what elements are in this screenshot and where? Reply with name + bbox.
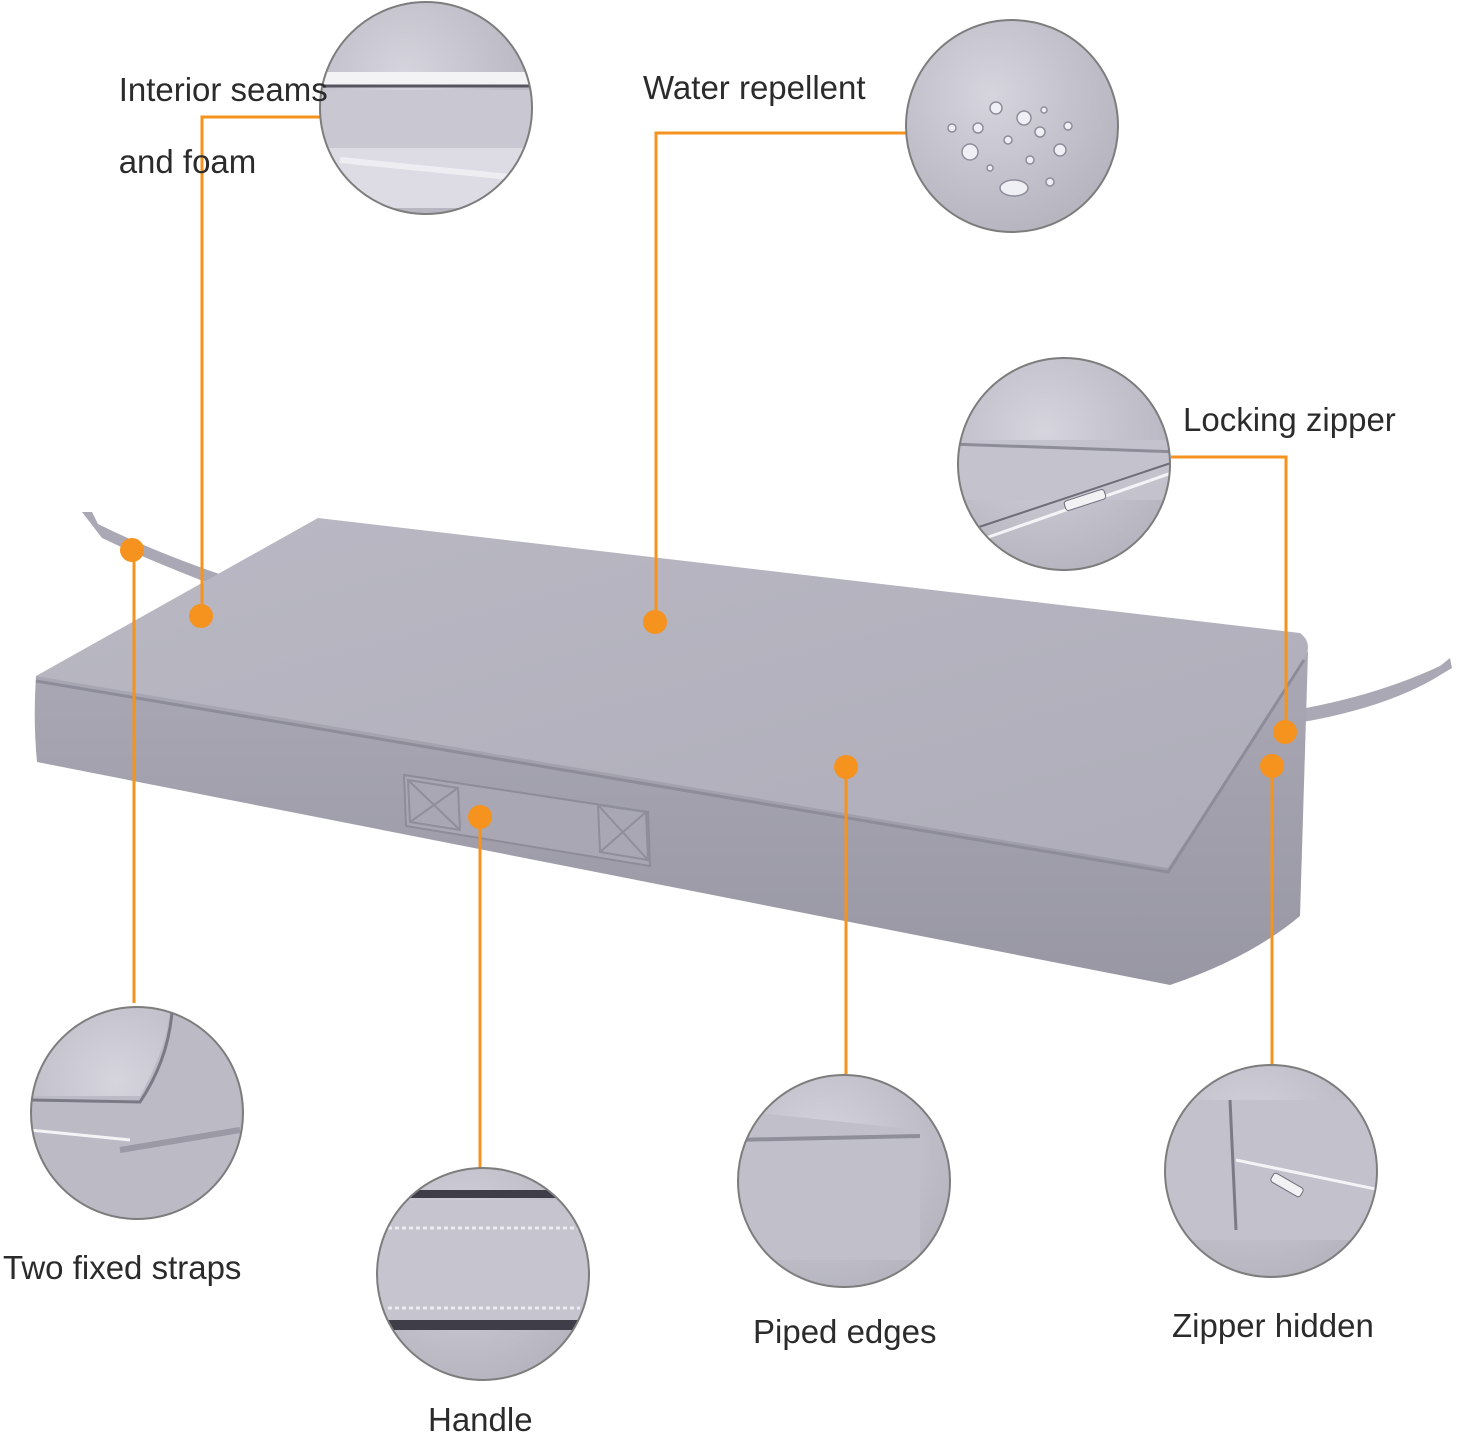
right-strap bbox=[1303, 658, 1452, 722]
label-interior-seams-line-1: Interior seams bbox=[118, 71, 328, 108]
label-water-repellent: Water repellent bbox=[643, 69, 866, 106]
label-zipper-hidden: Zipper hidden bbox=[1172, 1307, 1374, 1344]
dot-locking-zipper bbox=[1273, 720, 1297, 744]
left-strap bbox=[82, 512, 222, 586]
connector-water-repellent bbox=[654, 131, 906, 622]
dot-handle bbox=[468, 805, 492, 829]
handle-stitch-left bbox=[406, 778, 462, 832]
callout-dots bbox=[120, 538, 1297, 829]
label-interior-seams-line-2: and foam bbox=[118, 143, 257, 180]
label-interior-seams: Interior seams and foam bbox=[82, 36, 328, 216]
detail-circle-locking-zipper bbox=[957, 357, 1171, 571]
label-handle: Handle bbox=[428, 1401, 533, 1438]
dot-interior-seams bbox=[189, 604, 213, 628]
connector-locking-zipper bbox=[1171, 455, 1288, 732]
label-two-fixed-straps: Two fixed straps bbox=[3, 1249, 242, 1286]
cushion-illustration bbox=[34, 512, 1452, 985]
label-locking-zipper: Locking zipper bbox=[1183, 401, 1396, 438]
connector-interior-seams bbox=[200, 115, 322, 616]
detail-circle-handle bbox=[376, 1167, 590, 1381]
dot-water-repellent bbox=[643, 610, 667, 634]
detail-circle-interior-seams bbox=[319, 1, 533, 215]
detail-circle-piped-edges bbox=[737, 1074, 951, 1288]
cushion-piping bbox=[35, 659, 1306, 874]
cushion-top bbox=[36, 518, 1308, 868]
dot-piped-edges bbox=[834, 755, 858, 779]
dot-zipper-hidden bbox=[1260, 754, 1284, 778]
detail-circle-two-fixed-straps bbox=[30, 1006, 244, 1220]
connector-lines bbox=[132, 115, 1288, 1168]
label-piped-edges: Piped edges bbox=[753, 1313, 937, 1350]
detail-circle-water-repellent bbox=[905, 19, 1119, 233]
cushion-handle bbox=[402, 773, 652, 868]
dot-two-fixed-straps bbox=[120, 538, 144, 562]
detail-circle-zipper-hidden bbox=[1164, 1064, 1378, 1278]
handle-stitch-right bbox=[596, 803, 650, 862]
